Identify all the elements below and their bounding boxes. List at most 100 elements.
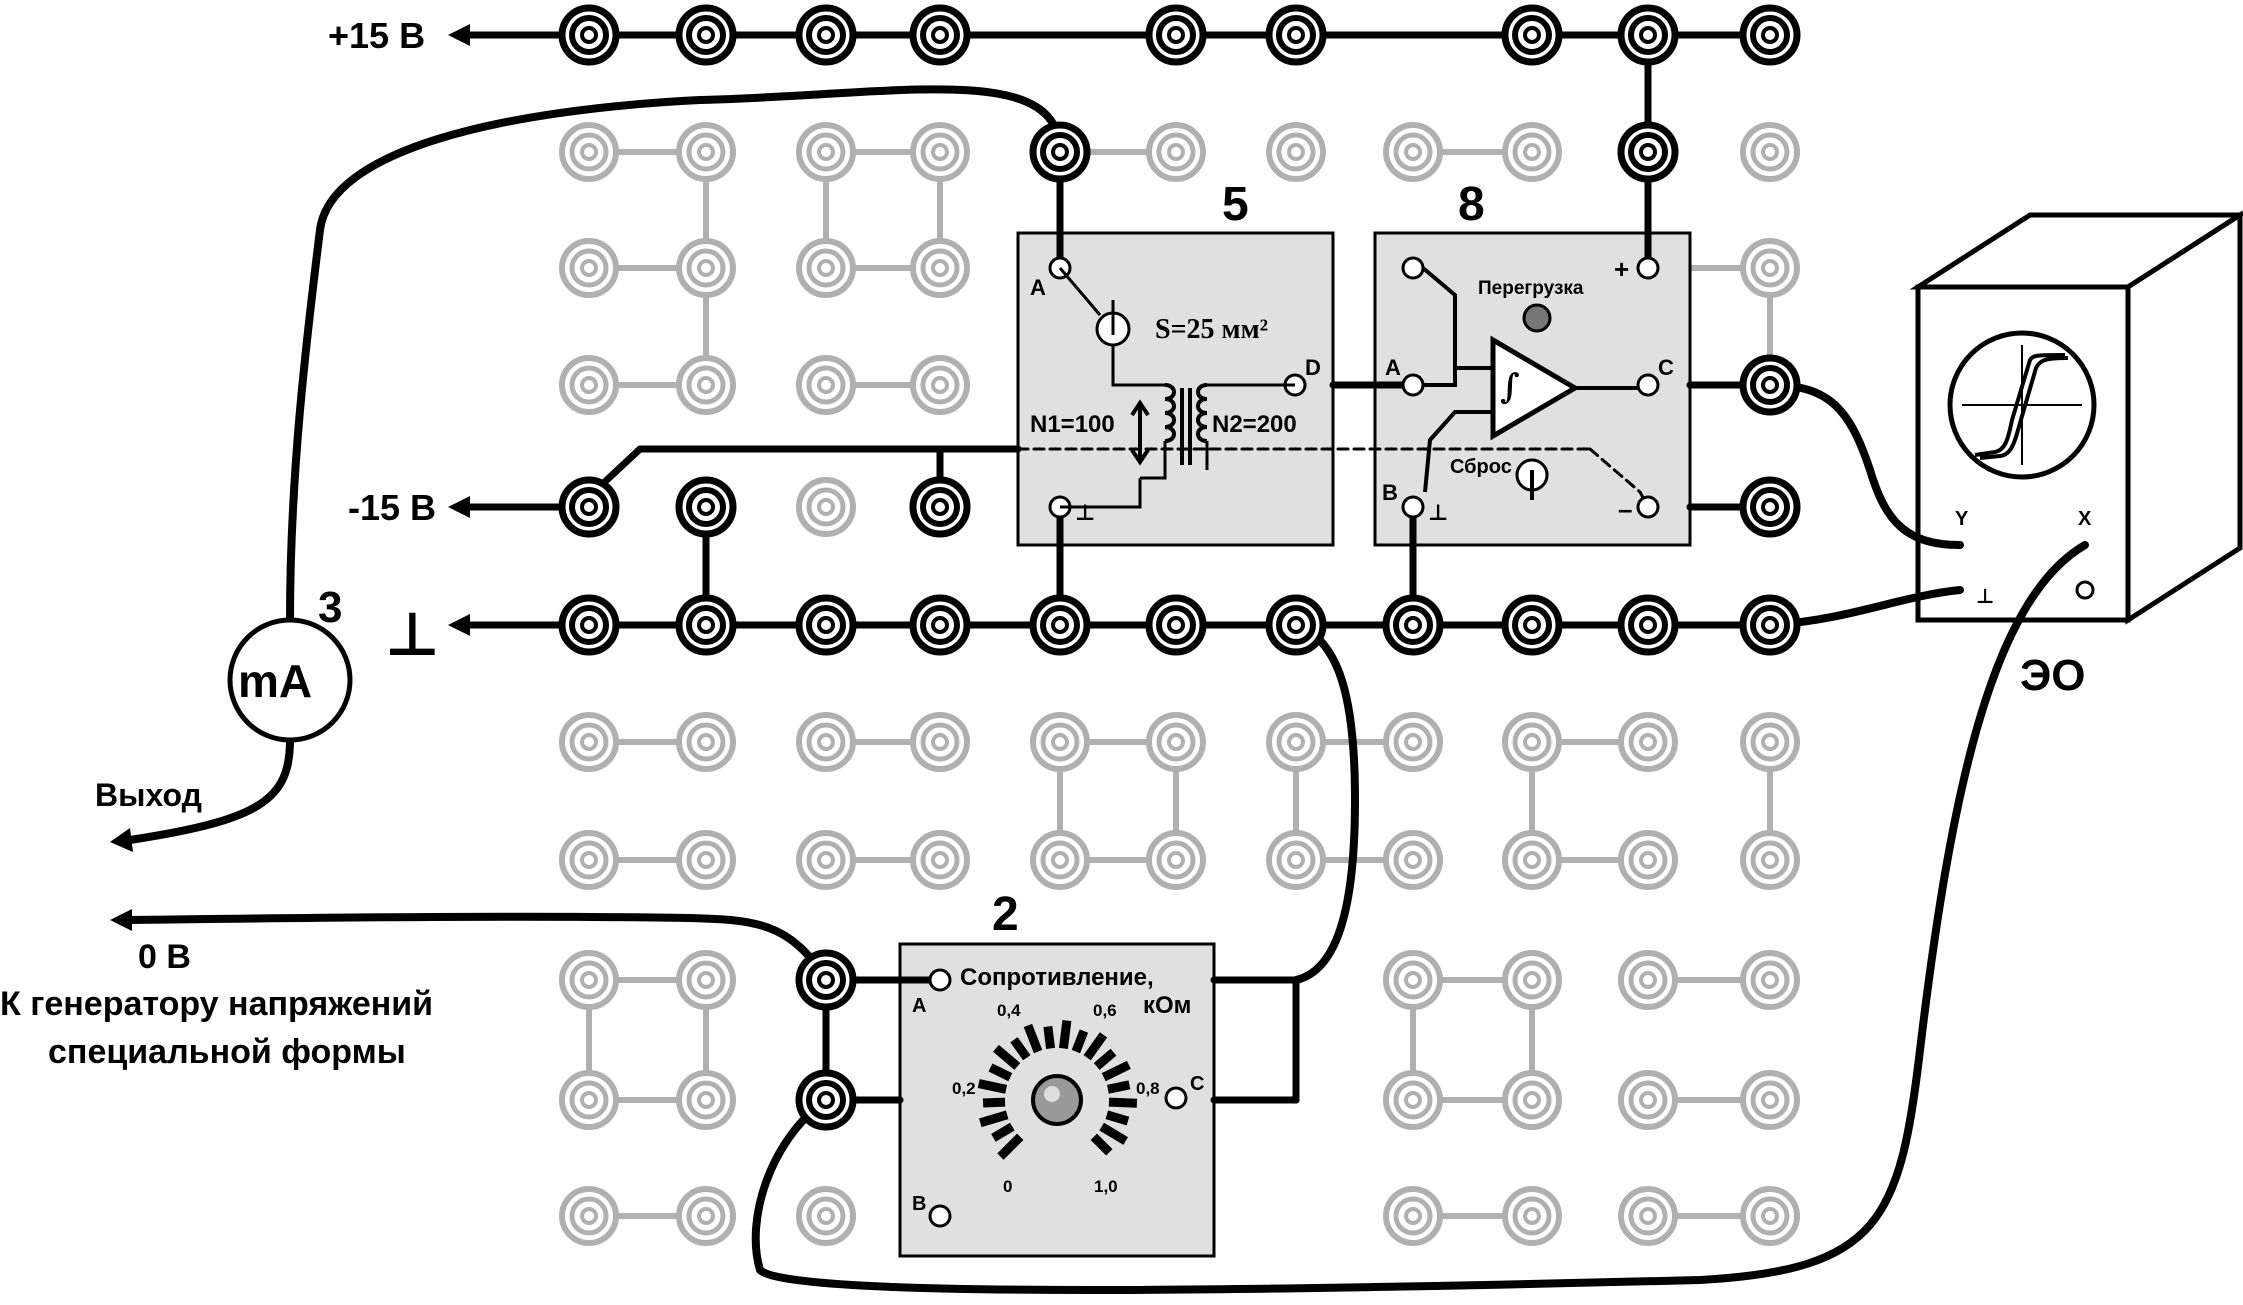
oscilloscope-gnd-label: ⊥ — [1976, 586, 1994, 608]
resistor-title-line2: кОм — [1143, 992, 1191, 1019]
integrator-label-gnd: ⊥ — [1428, 500, 1448, 525]
inactive-socket — [1740, 1186, 1800, 1246]
socket[interactable] — [1501, 594, 1563, 656]
inactive-socket — [676, 122, 736, 182]
plus15-label: +15 В — [328, 15, 425, 56]
socket[interactable] — [909, 476, 971, 538]
socket[interactable] — [675, 4, 737, 66]
oscilloscope — [1909, 210, 2243, 625]
integrator-terminal-minus[interactable] — [1636, 495, 1660, 519]
inactive-socket — [676, 355, 736, 415]
inactive-socket — [676, 238, 736, 298]
integrator-terminal-a[interactable] — [1401, 373, 1425, 397]
minus15-label: -15 В — [348, 487, 436, 528]
socket[interactable] — [1265, 594, 1327, 656]
inactive-socket — [1146, 712, 1206, 772]
inactive-socket — [910, 122, 970, 182]
transformer-label-d: D — [1305, 355, 1321, 380]
inactive-socket — [559, 238, 619, 298]
inactive-socket — [796, 830, 856, 890]
resistor-terminal-b[interactable] — [928, 1204, 952, 1228]
oscilloscope-knob[interactable] — [2075, 580, 2095, 600]
inactive-socket — [559, 950, 619, 1010]
inactive-socket — [1383, 1186, 1443, 1246]
integrator-terminal-b[interactable] — [1401, 495, 1425, 519]
inactive-socket — [1146, 830, 1206, 890]
integrator-label-c: C — [1658, 355, 1674, 380]
socket[interactable] — [1617, 121, 1679, 183]
socket[interactable] — [558, 4, 620, 66]
overload-indicator-icon — [1522, 303, 1552, 333]
integrator-minus-label: – — [1618, 494, 1632, 524]
socket[interactable] — [1265, 4, 1327, 66]
ammeter-number: 3 — [318, 583, 342, 632]
socket[interactable] — [909, 594, 971, 656]
overload-label: Перегрузка — [1478, 278, 1584, 299]
socket[interactable] — [1617, 4, 1679, 66]
ammeter-symbol: mA — [238, 655, 312, 707]
inactive-socket — [1618, 712, 1678, 772]
resistor-dial-scale — [977, 1020, 1138, 1160]
inactive-socket — [1266, 830, 1326, 890]
inactive-socket — [1383, 950, 1443, 1010]
transformer-module-box — [1016, 231, 1335, 547]
inactive-socket — [796, 238, 856, 298]
inactive-socket — [1502, 712, 1562, 772]
resistor-terminal-a[interactable] — [928, 968, 952, 992]
resistor-scale-0-6: 0,6 — [1093, 1001, 1117, 1020]
inactive-socket — [1740, 950, 1800, 1010]
resistor-title-line1: Сопротивление, — [960, 964, 1154, 991]
socket[interactable] — [558, 476, 620, 538]
oscilloscope-y-label: Y — [1955, 508, 1969, 530]
socket[interactable] — [1145, 4, 1207, 66]
socket[interactable] — [1739, 354, 1801, 416]
inactive-socket — [1266, 122, 1326, 182]
double-arrow-icon — [1130, 399, 1150, 466]
inactive-socket — [1618, 1070, 1678, 1130]
socket[interactable] — [795, 4, 857, 66]
socket[interactable] — [1145, 594, 1207, 656]
inactive-socket — [1502, 1070, 1562, 1130]
integrator-terminal-c[interactable] — [1636, 373, 1660, 397]
reset-label: Сброс — [1450, 456, 1512, 478]
inactive-socket — [1740, 1070, 1800, 1130]
socket[interactable] — [675, 594, 737, 656]
socket[interactable] — [795, 1069, 857, 1131]
socket[interactable] — [558, 594, 620, 656]
socket[interactable] — [675, 476, 737, 538]
inactive-socket — [676, 950, 736, 1010]
active-sockets — [558, 4, 1801, 1131]
inactive-socket — [559, 1070, 619, 1130]
socket[interactable] — [1029, 594, 1091, 656]
socket[interactable] — [1739, 594, 1801, 656]
inactive-socket — [910, 712, 970, 772]
socket[interactable] — [795, 949, 857, 1011]
socket[interactable] — [795, 594, 857, 656]
socket[interactable] — [1739, 476, 1801, 538]
integrator-amplifier-icon — [1490, 335, 1580, 441]
inactive-socket — [796, 355, 856, 415]
inactive-socket — [1740, 122, 1800, 182]
oscilloscope-x-label: X — [2078, 508, 2092, 530]
socket[interactable] — [1501, 4, 1563, 66]
inactive-socket — [1618, 830, 1678, 890]
integrator-terminal-top[interactable] — [1401, 256, 1425, 280]
inactive-socket — [1740, 712, 1800, 772]
socket[interactable] — [1617, 594, 1679, 656]
inactive-socket — [559, 712, 619, 772]
inactive-socket — [1030, 712, 1090, 772]
transformer-area: S=25 мм² — [1155, 314, 1268, 345]
generator-label-line2: специальной формы — [48, 1033, 406, 1071]
integrator-label-b: B — [1382, 480, 1398, 505]
integrator-terminal-plus[interactable] — [1636, 256, 1660, 280]
socket[interactable] — [909, 4, 971, 66]
inactive-socket — [1383, 712, 1443, 772]
socket[interactable] — [1739, 4, 1801, 66]
inactive-socket — [1618, 1186, 1678, 1246]
inactive-socket — [559, 1186, 619, 1246]
inactive-socket — [559, 830, 619, 890]
socket[interactable] — [1382, 594, 1444, 656]
resistor-terminal-c[interactable] — [1164, 1086, 1188, 1110]
output-label: Выход — [95, 777, 202, 813]
socket[interactable] — [1029, 121, 1091, 183]
